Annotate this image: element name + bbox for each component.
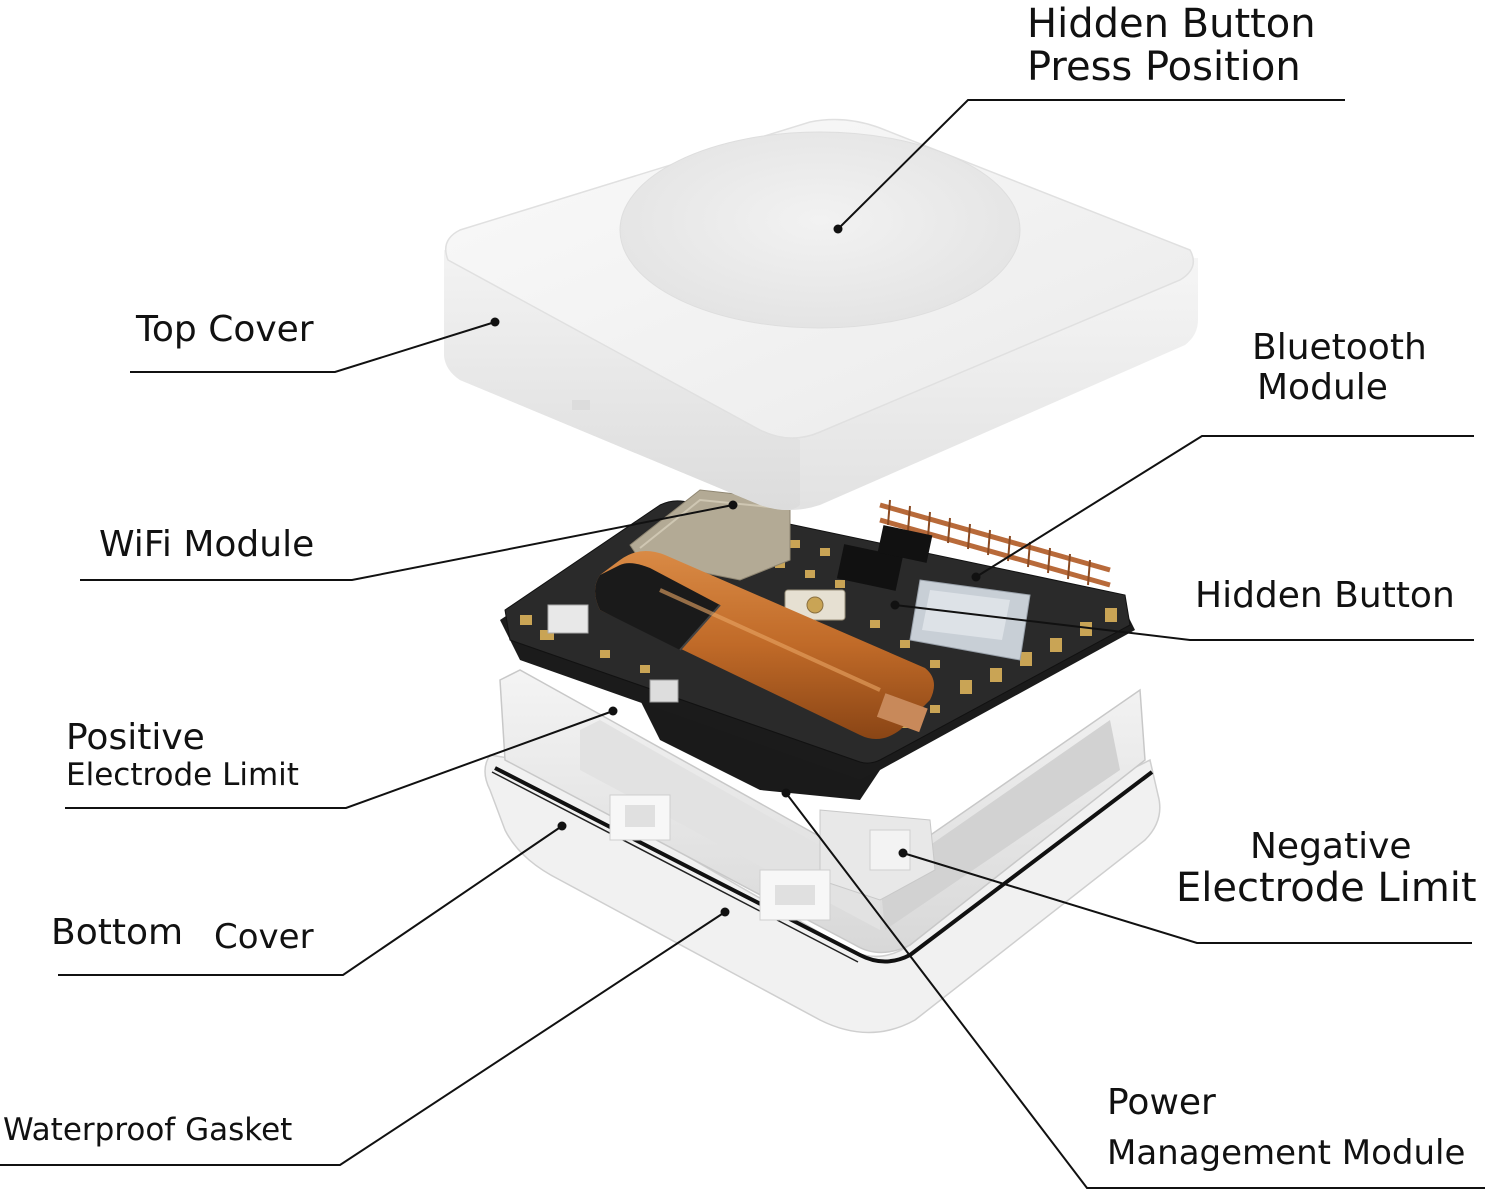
label-power-management-line2: Management Module bbox=[1107, 1133, 1466, 1173]
label-bluetooth-module-line1: Bluetooth bbox=[1252, 327, 1427, 368]
label-bluetooth-module-line2: Module bbox=[1257, 367, 1388, 408]
label-positive-electrode-line1: Positive bbox=[66, 717, 205, 758]
label-negative-electrode-line1: Negative bbox=[1250, 826, 1412, 867]
leader-lines bbox=[0, 99, 1485, 1189]
label-hidden-button: Hidden Button bbox=[1195, 575, 1455, 616]
label-top-cover: Top Cover bbox=[136, 309, 314, 350]
label-waterproof-gasket: Waterproof Gasket bbox=[3, 1112, 293, 1148]
label-wifi-module: WiFi Module bbox=[99, 524, 315, 565]
top-cover bbox=[444, 118, 1198, 510]
label-hidden-button-press-line1: Hidden Button bbox=[1027, 1, 1316, 47]
label-hidden-button-press-line2: Press Position bbox=[1027, 44, 1301, 90]
label-positive-electrode-line2: Electrode Limit bbox=[66, 757, 299, 793]
label-negative-electrode-line2: Electrode Limit bbox=[1176, 865, 1477, 911]
label-power-management-line1: Power bbox=[1107, 1082, 1216, 1123]
label-bottom-cover-line1: Bottom bbox=[51, 912, 184, 953]
bottom-cover bbox=[484, 669, 1161, 1034]
leader-dots bbox=[490, 224, 981, 917]
label-bottom-cover-line2: Cover bbox=[214, 917, 314, 957]
